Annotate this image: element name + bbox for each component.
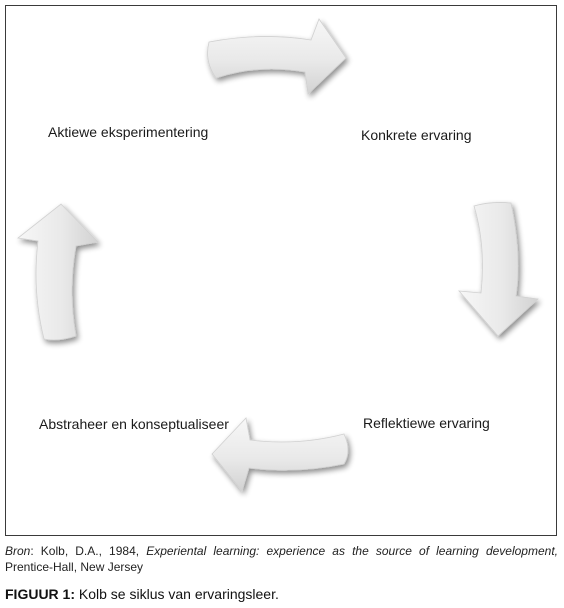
arrow-down-right: [458, 202, 539, 337]
source-title: Experiental learning: experience as the …: [146, 544, 558, 558]
figure-caption: FIGUUR 1: Kolb se siklus van ervaringsle…: [5, 585, 279, 603]
caption-label: FIGUUR 1:: [5, 586, 75, 602]
stage-label-abstract-conceptualisation: Abstraheer en konseptualiseer: [39, 416, 229, 432]
arrow-up-left: [17, 203, 99, 341]
stage-label-concrete-experience: Konkrete ervaring: [361, 127, 472, 143]
arrow-right-top: [207, 18, 347, 95]
arrow-left-bottom: [211, 417, 349, 492]
source-author: : Kolb, D.A., 1984,: [30, 544, 147, 558]
stage-label-active-experimentation: Aktiewe eksperimentering: [48, 124, 209, 140]
caption-text: Kolb se siklus van ervaringsleer.: [75, 586, 279, 602]
source-publisher: Prentice-Hall, New Jersey: [5, 560, 144, 574]
source-prefix: Bron: [5, 544, 31, 558]
source-citation: Bron: Kolb, D.A., 1984, Experiental lear…: [5, 543, 558, 575]
figure-frame: Konkrete ervaring Reflektiewe ervaring A…: [5, 5, 557, 536]
stage-label-reflective-observation: Reflektiewe ervaring: [363, 415, 490, 431]
cycle-diagram: [17, 18, 539, 492]
